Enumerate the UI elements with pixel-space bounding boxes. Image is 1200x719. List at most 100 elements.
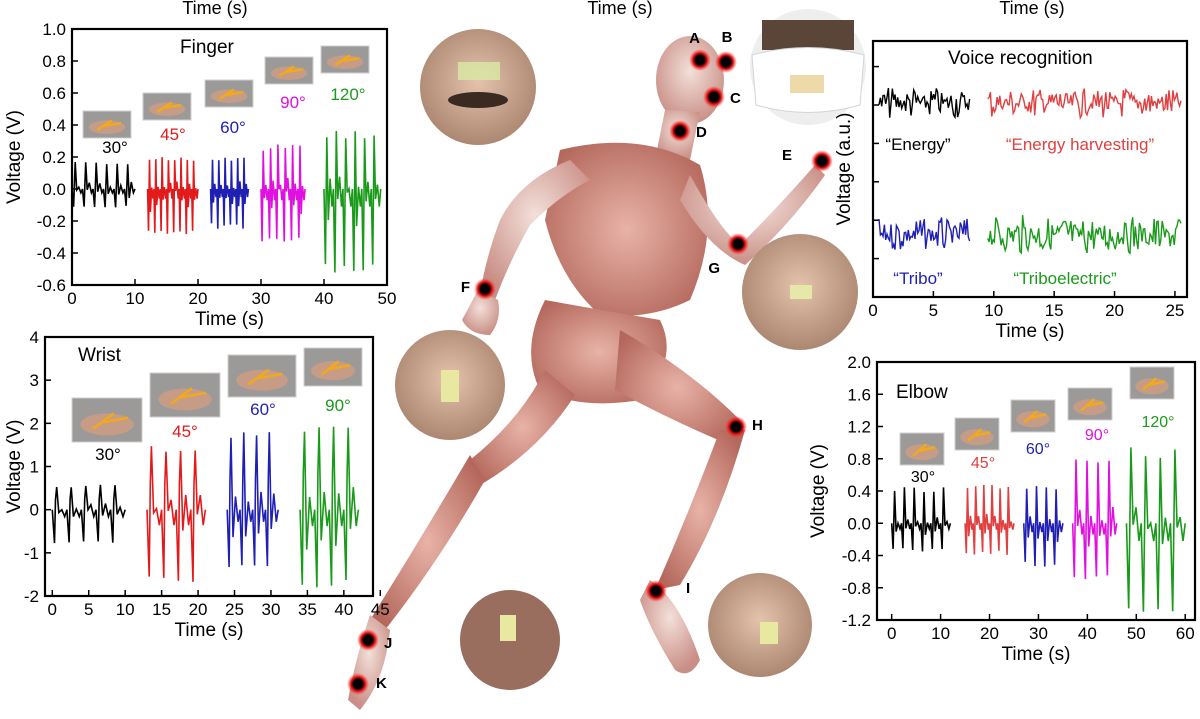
gesture-photo-thumbnail xyxy=(1129,366,1175,400)
x-tick-label: 30 xyxy=(252,289,271,308)
photo-inset-face xyxy=(420,29,536,145)
series-line xyxy=(299,426,360,588)
sensor-marker-core xyxy=(733,239,743,249)
gesture-photo-thumbnail xyxy=(227,354,297,398)
panel-title: Elbow xyxy=(896,382,948,403)
sensor-marker-core xyxy=(363,635,373,645)
x-tick-label: 10 xyxy=(116,600,135,619)
sensor-label-h: H xyxy=(752,417,763,434)
series-line xyxy=(1071,459,1118,580)
photo-inset-wrist xyxy=(395,330,505,440)
x-tick-label: 60 xyxy=(1176,624,1195,643)
sensor-label-a: A xyxy=(689,30,700,47)
photo-inset-ankle xyxy=(708,573,812,677)
x-tick-label: 40 xyxy=(1078,624,1097,643)
y-tick-label: -0.4 xyxy=(842,547,871,566)
gesture-arrow-icon xyxy=(156,101,182,113)
x-tick-label: 10 xyxy=(931,624,950,643)
gesture-photo-thumbnail xyxy=(303,347,363,387)
gesture-arrow-icon xyxy=(320,360,351,376)
series-line xyxy=(226,432,279,568)
runner-front-foot xyxy=(640,580,700,674)
angle-label: 60° xyxy=(1026,441,1050,458)
sensor-marker-core xyxy=(695,55,705,65)
angle-label: 30° xyxy=(911,469,935,486)
runner-back-shin xyxy=(370,455,485,630)
series-line xyxy=(987,87,1182,121)
runner-front-thigh xyxy=(615,330,740,445)
series-line xyxy=(146,446,207,582)
y-tick-label: 2.0 xyxy=(847,353,871,372)
sensor-marker-core xyxy=(709,92,719,102)
runner-front-shin xyxy=(655,430,745,590)
gesture-arrow-icon xyxy=(278,65,304,77)
series-line xyxy=(1023,486,1064,567)
series-line xyxy=(987,215,1182,255)
x-tick-label: 0 xyxy=(868,301,877,320)
y-axis-label: Voltage (a.u.) xyxy=(834,112,855,225)
angle-label: 60° xyxy=(220,118,246,137)
top-label-left: Time (s) xyxy=(182,0,247,18)
sensor-label-b: B xyxy=(722,29,733,46)
angle-label: 45° xyxy=(172,422,198,441)
x-tick-label: 5 xyxy=(84,600,93,619)
sensor-label-e: E xyxy=(782,147,792,164)
angle-label: 120° xyxy=(1141,414,1174,431)
y-tick-label: 1 xyxy=(30,458,39,477)
x-tick-label: 40 xyxy=(334,600,353,619)
x-tick-label: 20 xyxy=(189,600,208,619)
x-tick-label: 15 xyxy=(1045,301,1064,320)
y-tick-label: 3 xyxy=(30,371,39,390)
angle-label: 90° xyxy=(325,396,351,415)
gesture-arrow-icon xyxy=(967,428,991,442)
series-line xyxy=(260,144,306,242)
x-tick-label: 25 xyxy=(225,600,244,619)
runner-left-hand xyxy=(462,290,499,335)
y-tick-label: 0 xyxy=(30,501,39,520)
y-tick-label: -0.8 xyxy=(842,579,871,598)
angle-label: 60° xyxy=(250,400,276,419)
gesture-arrow-icon xyxy=(1080,398,1104,412)
x-tick-label: 20 xyxy=(189,289,208,308)
y-tick-label: -0.6 xyxy=(37,276,66,295)
y-tick-label: 0.8 xyxy=(42,52,66,71)
gesture-photo-thumbnail xyxy=(264,56,314,85)
photo-inset-knee xyxy=(460,590,560,690)
x-tick-label: 45 xyxy=(371,600,390,619)
y-tick-label: -2 xyxy=(24,587,39,606)
angle-label: 90° xyxy=(280,93,306,112)
gesture-photo-thumbnail xyxy=(899,432,945,466)
sensor-label-i: I xyxy=(686,580,690,597)
series-line xyxy=(71,162,136,208)
gesture-photo-thumbnail xyxy=(149,372,221,418)
y-tick-label: 1.2 xyxy=(847,418,871,437)
series-line xyxy=(878,217,971,250)
photo-inset-elbow xyxy=(742,234,858,350)
angle-label: 90° xyxy=(1085,427,1109,444)
x-tick-label: 0 xyxy=(887,624,896,643)
x-tick-label: 20 xyxy=(1105,301,1124,320)
y-tick-label: 1.0 xyxy=(42,20,66,39)
panel-title: Voice recognition xyxy=(948,48,1093,69)
gesture-arrow-icon xyxy=(247,368,283,386)
angle-label: 30° xyxy=(95,445,121,464)
y-tick-label: -0.4 xyxy=(37,244,66,263)
x-tick-label: 20 xyxy=(980,624,999,643)
y-tick-label: 0.8 xyxy=(847,450,871,469)
x-tick-label: 0 xyxy=(67,289,76,308)
x-tick-label: 15 xyxy=(152,600,171,619)
sensor-marker-core xyxy=(353,679,363,689)
word-label: “Triboelectric” xyxy=(1013,269,1117,288)
sensor-label-g: G xyxy=(708,260,720,277)
y-tick-label: -1.2 xyxy=(842,611,871,630)
y-tick-label: 0.4 xyxy=(42,116,66,135)
y-tick-label: 1.6 xyxy=(847,385,871,404)
x-tick-label: 10 xyxy=(984,301,1003,320)
photo-inset-mask xyxy=(750,9,866,125)
series-line xyxy=(146,157,199,235)
series-line xyxy=(878,87,971,120)
